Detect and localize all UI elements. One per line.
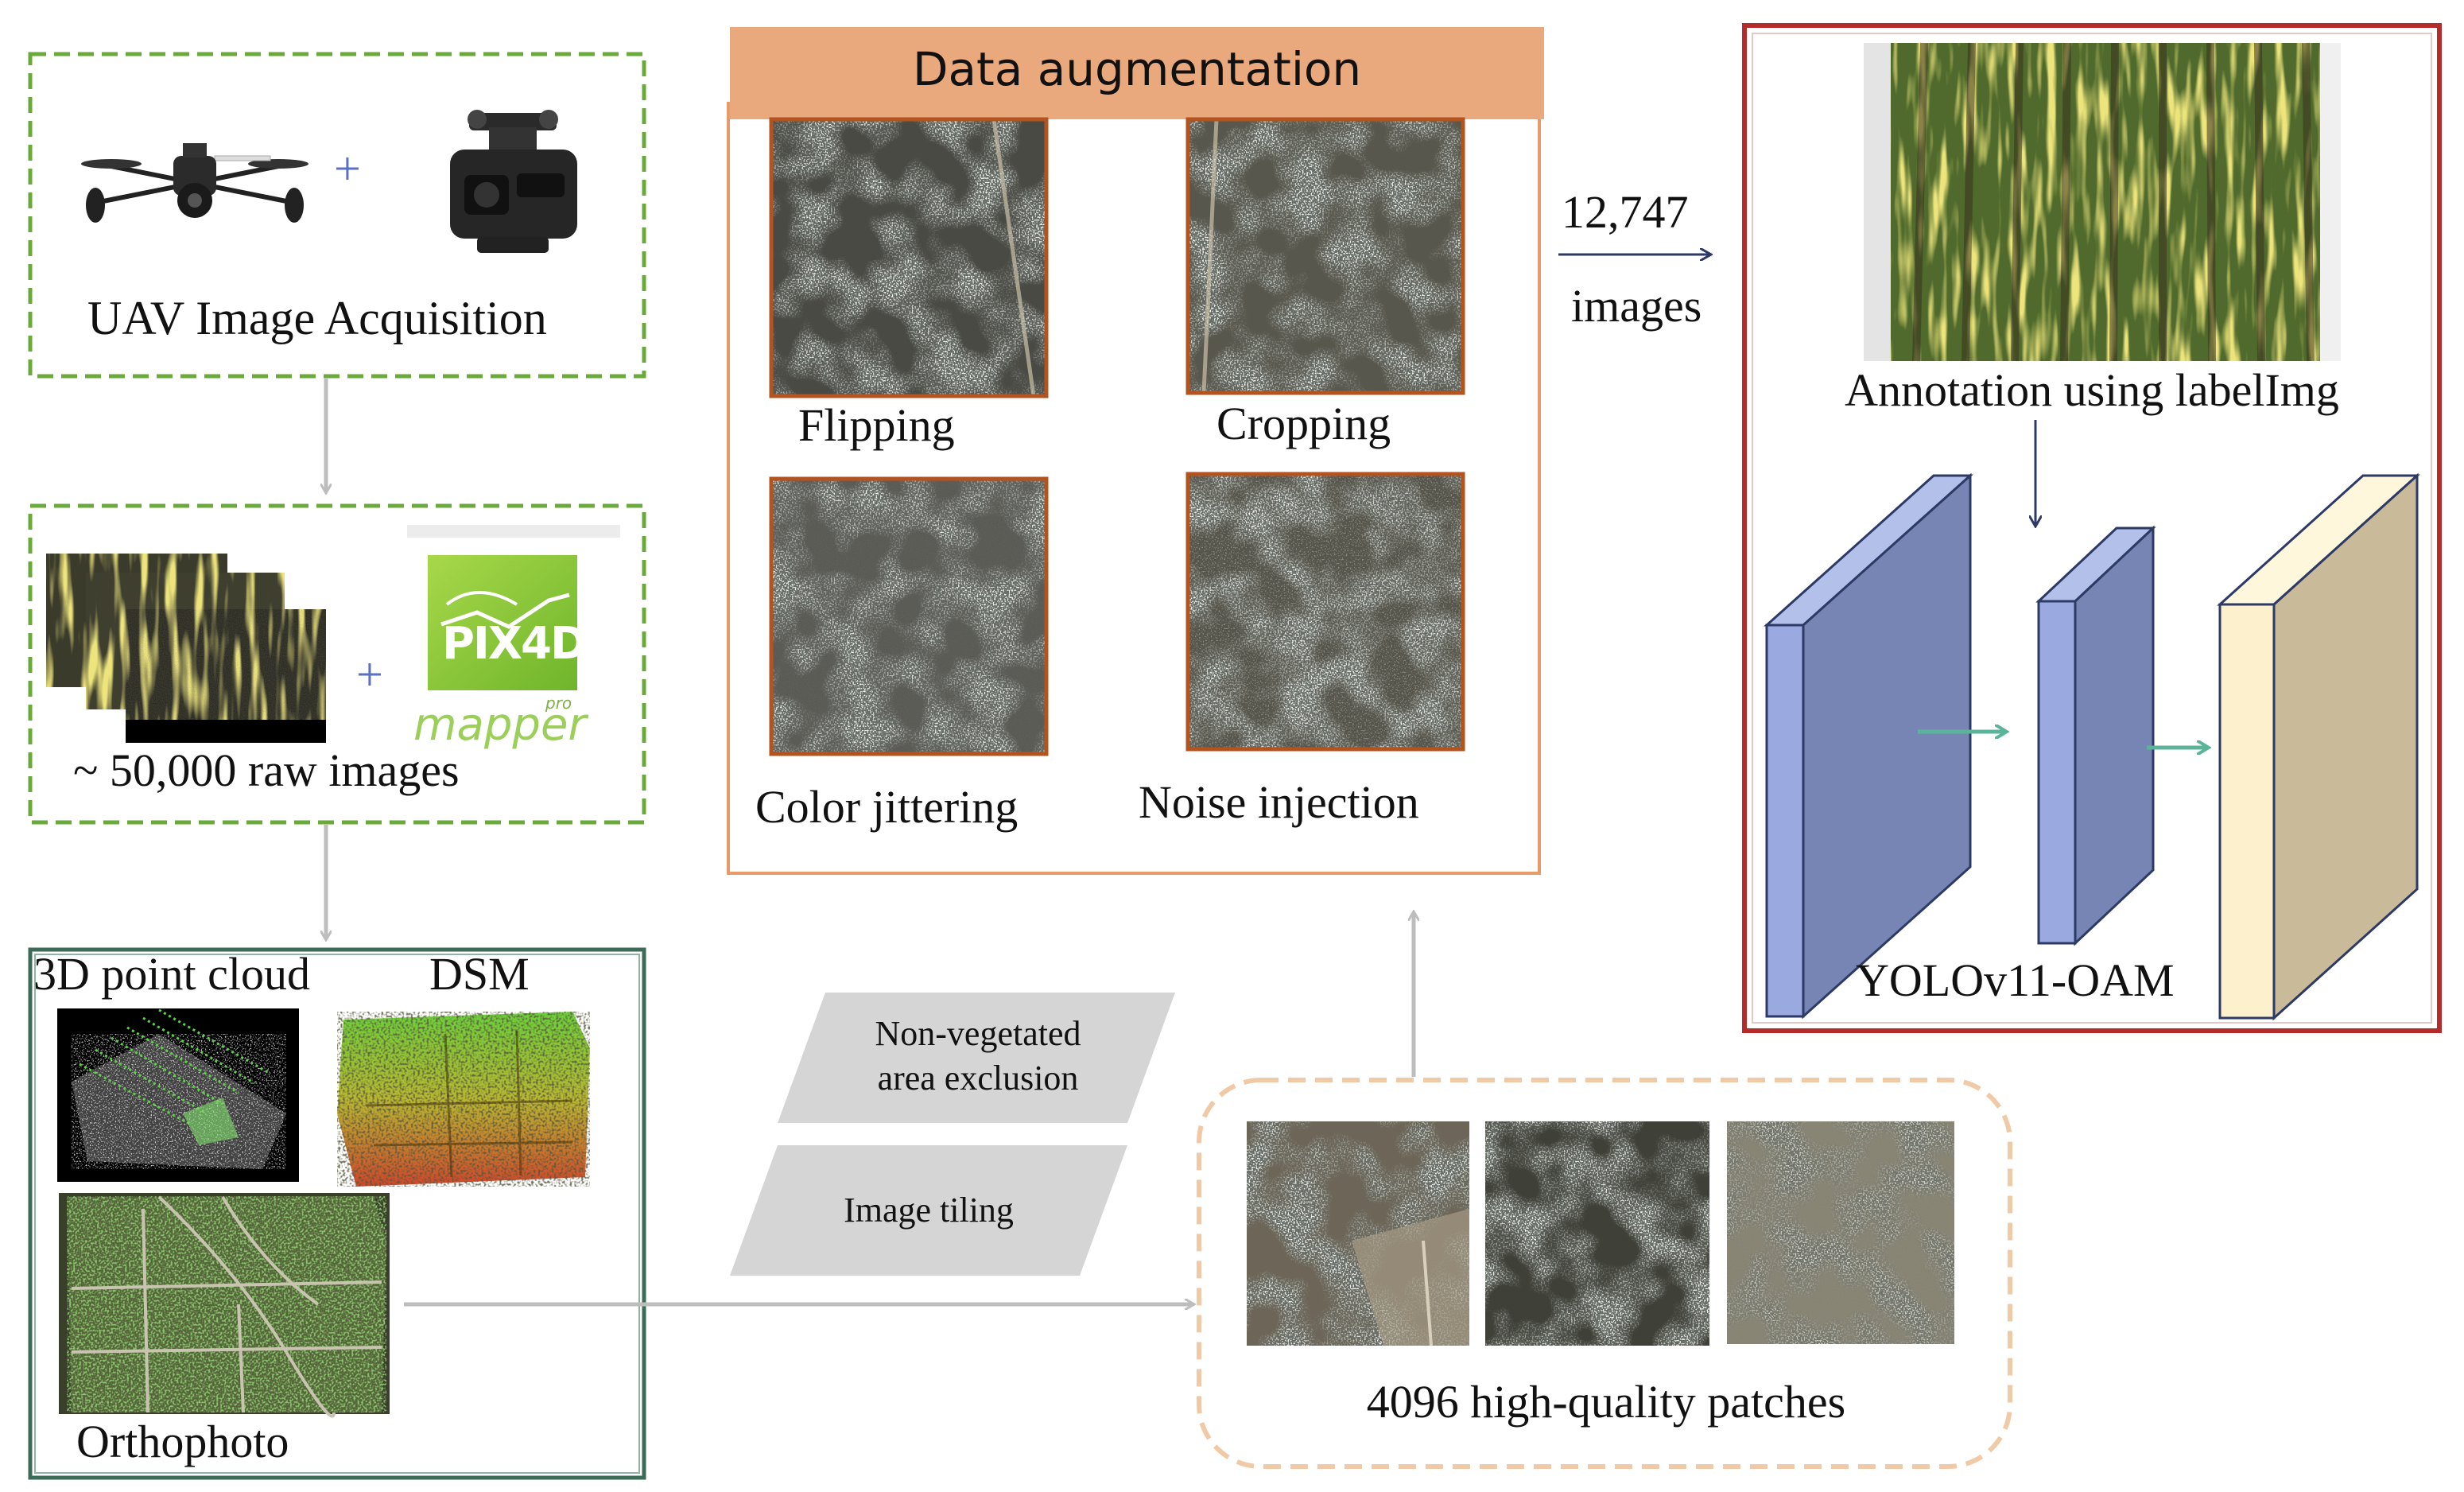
noise-injection-label: Noise injection bbox=[1139, 776, 1419, 828]
patch-image-1 bbox=[1247, 1121, 1469, 1346]
model-box bbox=[1742, 23, 2442, 1033]
color-jittering-image bbox=[769, 476, 1049, 756]
exclusion-step-shape bbox=[778, 993, 1175, 1123]
pix4d-wordmark: PIX4D bbox=[442, 618, 588, 670]
patches-box bbox=[1197, 1078, 2012, 1469]
pix4d-edition: pro bbox=[545, 694, 572, 713]
pix4d-logo bbox=[407, 525, 620, 690]
network-block-1 bbox=[1764, 472, 1973, 1020]
color-jittering-label: Color jittering bbox=[755, 781, 1019, 833]
tiling-step-label: Image tiling bbox=[844, 1191, 1014, 1230]
dataset-count: 12,747 bbox=[1562, 186, 1689, 238]
cropping-label: Cropping bbox=[1216, 398, 1391, 449]
flipping-label: Flipping bbox=[798, 399, 955, 451]
raw-images-box bbox=[28, 503, 646, 825]
orthophoto-image bbox=[59, 1193, 390, 1418]
tiling-step-shape bbox=[730, 1145, 1127, 1276]
dsm-label: DSM bbox=[429, 948, 530, 1000]
model-label: YOLOv11-OAM bbox=[1856, 954, 2175, 1006]
pix4d-product: mapper bbox=[413, 699, 587, 751]
patch-image-3 bbox=[1727, 1121, 1954, 1344]
flipping-image bbox=[769, 117, 1049, 398]
annotation-image bbox=[1864, 42, 2341, 362]
augmentation-title: Data augmentation bbox=[912, 42, 1362, 96]
camera-payload-icon bbox=[450, 110, 577, 253]
drone-icon bbox=[81, 143, 308, 223]
acquisition-box bbox=[28, 52, 646, 379]
acquisition-plus-sign: + bbox=[334, 142, 361, 195]
dataset-unit: images bbox=[1571, 280, 1702, 332]
products-box bbox=[28, 947, 646, 1480]
patch-image-2 bbox=[1485, 1121, 1709, 1346]
exclusion-step-label: Non-vegetated area exclusion bbox=[875, 1014, 1081, 1098]
annotation-label: Annotation using labelImg bbox=[1845, 364, 2339, 416]
raw-images-plus-sign: + bbox=[356, 648, 383, 701]
orthophoto-label: Orthophoto bbox=[76, 1416, 289, 1467]
acquisition-label: UAV Image Acquisition bbox=[87, 292, 547, 344]
network-block-3 bbox=[2217, 472, 2420, 1021]
augmentation-header bbox=[730, 27, 1544, 119]
noise-injection-image bbox=[1185, 472, 1465, 752]
point-cloud-label: 3D point cloud bbox=[33, 948, 310, 1000]
point-cloud-image bbox=[57, 1008, 299, 1182]
raw-image-stack bbox=[46, 554, 326, 743]
network-block-2 bbox=[2035, 525, 2156, 946]
raw-images-label: ~ 50,000 raw images bbox=[73, 744, 460, 796]
patches-label: 4096 high-quality patches bbox=[1366, 1376, 1846, 1428]
cropping-image bbox=[1185, 117, 1465, 395]
dsm-image bbox=[337, 1012, 590, 1187]
